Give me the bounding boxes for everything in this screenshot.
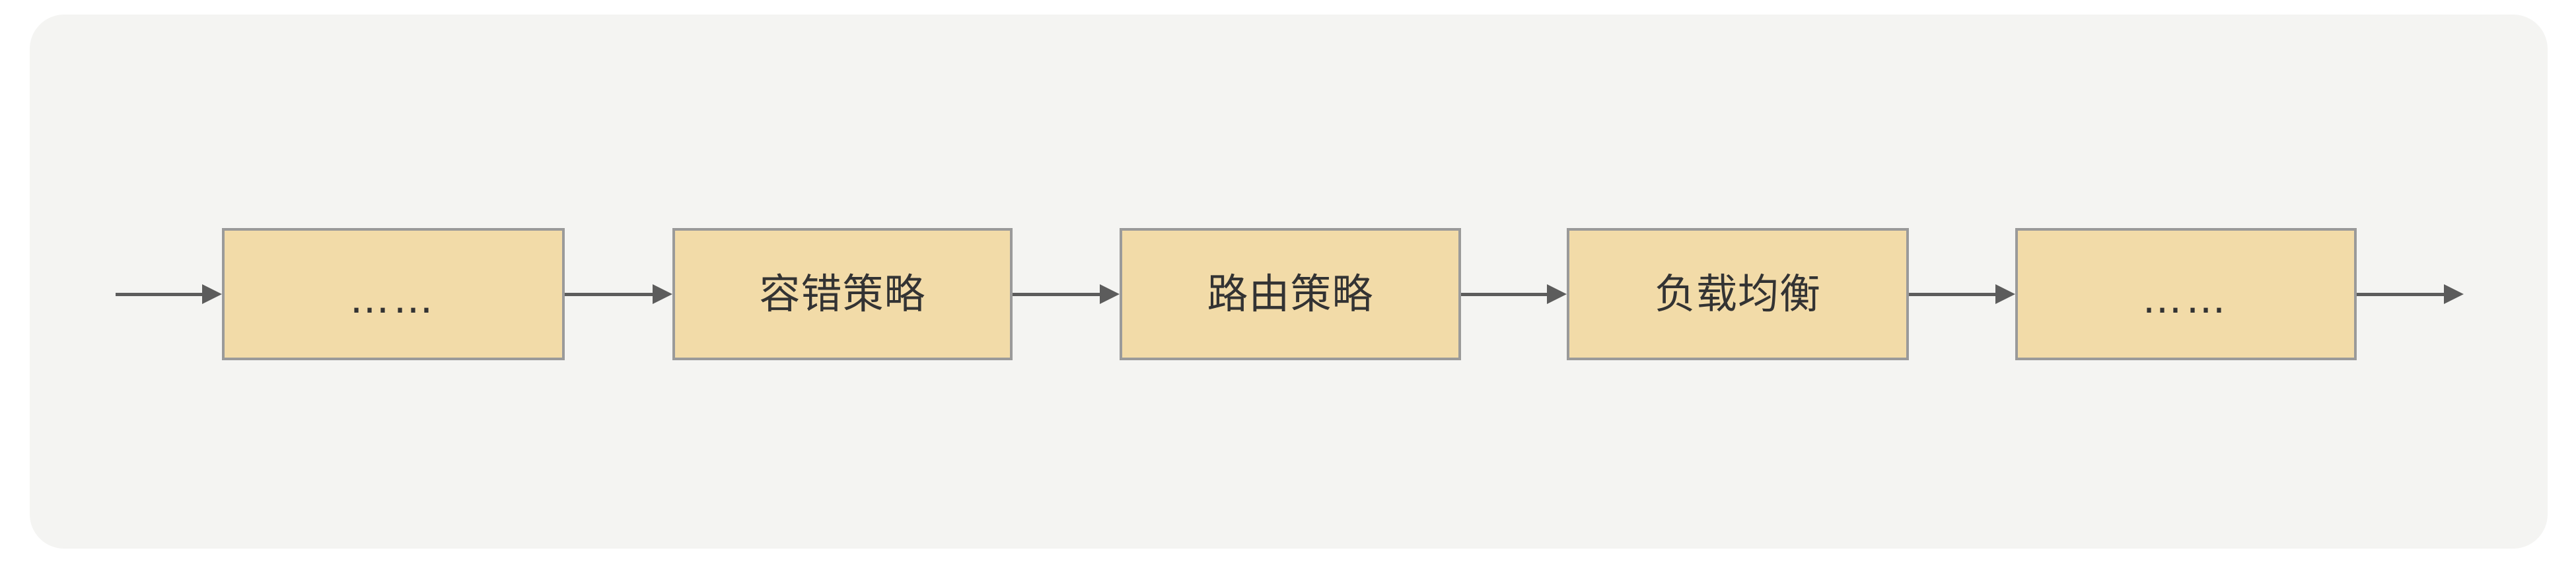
arrowhead-icon [202, 284, 222, 304]
arrowhead-icon [653, 284, 672, 304]
pipeline-node-4[interactable]: 负载均衡 [1567, 228, 1909, 360]
pipeline-node-3-label: 路由策略 [1207, 270, 1374, 318]
arrowhead-icon [2444, 284, 2464, 304]
arrowhead-icon [1100, 284, 1120, 304]
arrowhead-icon [1995, 284, 2015, 304]
pipeline-node-1[interactable]: …… [222, 228, 565, 360]
pipeline-node-1-label: …… [349, 276, 437, 323]
pipeline-node-2[interactable]: 容错策略 [672, 228, 1013, 360]
connector-shaft [1013, 293, 1100, 296]
pipeline-flow-row: …… 容错策略 路由策略 负载均衡 [0, 228, 2576, 360]
pipeline-node-3[interactable]: 路由策略 [1120, 228, 1461, 360]
pipeline-node-4-label: 负载均衡 [1654, 270, 1821, 318]
connector-shaft [116, 293, 202, 296]
connector-shaft [565, 293, 653, 296]
pipeline-node-5[interactable]: …… [2015, 228, 2357, 360]
connector-shaft [2357, 293, 2444, 296]
connector-shaft [1909, 293, 1995, 296]
arrowhead-icon [1547, 284, 1567, 304]
pipeline-node-5-label: …… [2142, 276, 2230, 323]
pipeline-node-2-label: 容错策略 [759, 270, 926, 318]
connector-shaft [1461, 293, 1547, 296]
